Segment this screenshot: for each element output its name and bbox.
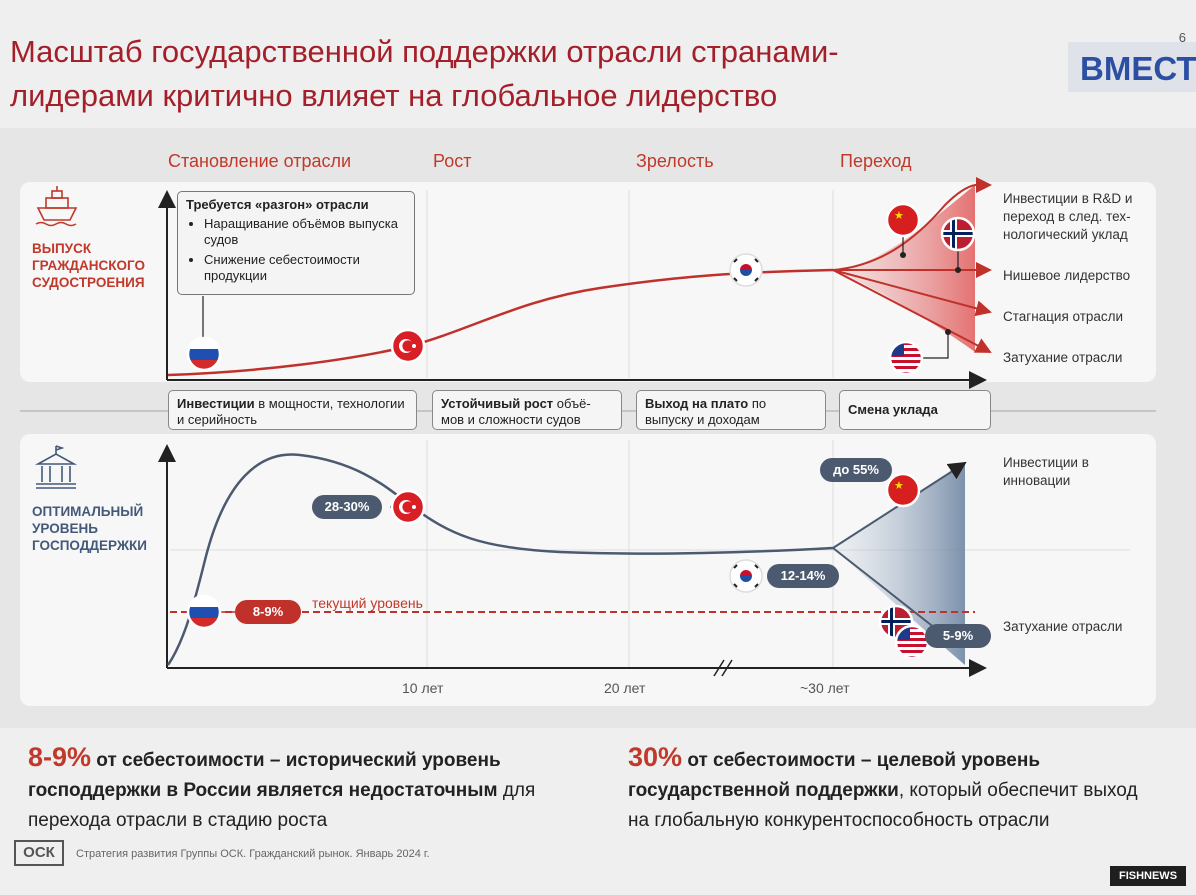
- source-note: Стратегия развития Группы ОСК. Гражданск…: [76, 848, 430, 860]
- xtick-20: 20 лет: [604, 680, 646, 696]
- outcome-rd: Инвестиции в R&D и переход в след. тех-н…: [1003, 191, 1133, 242]
- stage-investment-bold: Инвестиции: [177, 396, 255, 411]
- stage-shift-bold: Смена уклада: [848, 402, 938, 417]
- fishnews-badge: FISHNEWS: [1110, 866, 1186, 886]
- china-flag-icon: ★: [885, 472, 921, 508]
- fan-line-stagnation: [832, 269, 992, 317]
- outcome-bottom-decline: Затухание отрасли: [1003, 619, 1123, 634]
- ship-icon: [35, 186, 78, 227]
- norway-flag-icon: [878, 604, 914, 640]
- phase-formation: Становление отрасли: [168, 151, 352, 171]
- axis-break-1: [713, 659, 725, 677]
- government-building-icon: [34, 445, 78, 489]
- callout-bullet-2: Снижение себестоимости продукции: [204, 252, 406, 284]
- russia-flag-icon: [186, 594, 222, 630]
- bottom-fan-lower: [832, 547, 941, 633]
- usa-connector-dot: [945, 329, 951, 335]
- bottom-label-line-3: ГОСПОДДЕРЖКИ: [32, 538, 147, 553]
- norway-connector-dot: [955, 267, 961, 273]
- callout-list: Наращивание объёмов выпуска судов Снижен…: [186, 216, 406, 284]
- xtick-30: ~30 лет: [800, 680, 850, 696]
- stage-investment: Инвестиции в мощности, технологии и сери…: [168, 390, 417, 430]
- title-line-2: лидерами критично влияет на глобальное л…: [10, 78, 778, 113]
- watermark-text: ВМЕСТ: [1080, 50, 1196, 87]
- summary-left-value: 8-9%: [28, 742, 92, 772]
- korea-flag-icon: [729, 559, 763, 593]
- pill-china-level: до 55%: [820, 458, 892, 482]
- outcome-innovation: Инвестиции в инновации: [1003, 455, 1089, 488]
- china-flag-icon: ★: [885, 202, 921, 238]
- outcome-stagnation: Стагнация отрасли: [1003, 309, 1124, 324]
- top-label-line-3: СУДОСТРОЕНИЯ: [32, 275, 145, 290]
- bottom-section-label: ОПТИМАЛЬНЫЙ УРОВЕНЬ ГОСПОДДЕРЖКИ: [32, 503, 147, 554]
- summary-left-bold: от себестоимости – исторический уровень …: [28, 750, 501, 801]
- current-level-label: текущий уровень: [312, 595, 423, 611]
- stage-growth: Устойчивый рост объё-мов и сложности суд…: [432, 390, 622, 430]
- callout-heading: Требуется «разгон» отрасли: [186, 197, 369, 212]
- pill-turkey-level: 28-30%: [312, 495, 382, 519]
- top-section-label: ВЫПУСК ГРАЖДАНСКОГО СУДОСТРОЕНИЯ: [32, 240, 145, 291]
- svg-text:★: ★: [894, 479, 904, 492]
- stage-plateau-bold: Выход на плато: [645, 396, 749, 411]
- phase-transition: Переход: [840, 151, 912, 171]
- page-number: 6: [1178, 30, 1186, 45]
- xtick-10: 10 лет: [402, 680, 444, 696]
- usa-flag-icon: [894, 624, 930, 660]
- usa-connector: [920, 332, 949, 359]
- osk-logo: ОСК: [14, 840, 64, 866]
- stage-shift: Смена уклада: [839, 390, 991, 430]
- stage-growth-rest: объё-мов и сложности судов: [441, 396, 591, 427]
- outcome-niche: Нишевое лидерство: [1003, 268, 1131, 283]
- bottom-outcome-fan: [833, 463, 965, 665]
- korea-flag-icon: [729, 253, 763, 287]
- top-label-line-1: ВЫПУСК: [32, 241, 92, 256]
- bottom-label-line-2: УРОВЕНЬ: [32, 521, 98, 536]
- stage-plateau-rest: по выпуску и доходам: [645, 396, 767, 427]
- fan-line-rd: [832, 184, 976, 271]
- summary-right-rest: , который обеспечит выход на глобальную …: [628, 780, 1138, 831]
- china-connector-dot: [900, 252, 906, 258]
- summary-right: 30% от себестоимости – целевой уровень г…: [628, 742, 1148, 836]
- summary-right-value: 30%: [628, 742, 683, 772]
- bottom-label-line-1: ОПТИМАЛЬНЫЙ: [32, 504, 144, 519]
- callout-bullet-1: Наращивание объёмов выпуска судов: [204, 216, 406, 248]
- usa-flag-icon: [888, 340, 924, 376]
- pill-russia-level: 8-9%: [235, 600, 301, 624]
- title-line-1: Масштаб государственной поддержки отрасл…: [10, 34, 839, 69]
- bottom-panel: [20, 434, 1156, 706]
- top-label-line-2: ГРАЖДАНСКОГО: [32, 258, 146, 273]
- turkey-flag-icon: [390, 489, 426, 525]
- phase-growth: Рост: [433, 151, 472, 171]
- top-outcome-fan: [833, 185, 975, 352]
- turkey-flag-icon: [390, 328, 426, 364]
- stage-growth-bold: Устойчивый рост: [441, 396, 554, 411]
- summary-left: 8-9% от себестоимости – исторический уро…: [28, 742, 558, 836]
- russia-flag-icon: [186, 336, 222, 372]
- outcome-decline: Затухание отрасли: [1003, 350, 1123, 365]
- acceleration-callout: Требуется «разгон» отрасли Наращивание о…: [177, 191, 415, 295]
- channel-watermark: ВМЕСТ: [1068, 42, 1196, 92]
- stage-investment-rest: в мощности, технологии и серийность: [177, 396, 405, 427]
- pill-usa-norway-level: 5-9%: [925, 624, 991, 648]
- phase-maturity: Зрелость: [636, 151, 714, 171]
- bottom-support-curve: [166, 453, 834, 666]
- summary-left-rest: для перехода отрасли в стадию роста: [28, 780, 536, 831]
- top-growth-curve: [167, 268, 834, 377]
- summary-right-bold: от себестоимости – целевой уровень госуд…: [628, 750, 1041, 801]
- svg-text:★: ★: [894, 209, 904, 222]
- pill-korea-level: 12-14%: [767, 564, 839, 588]
- axis-break-2: [721, 659, 733, 677]
- norway-flag-icon: [940, 216, 976, 252]
- stage-plateau: Выход на плато по выпуску и доходам: [636, 390, 826, 430]
- fan-line-decline: [832, 269, 992, 353]
- page-title: Масштаб государственной поддержки отрасл…: [10, 30, 1010, 118]
